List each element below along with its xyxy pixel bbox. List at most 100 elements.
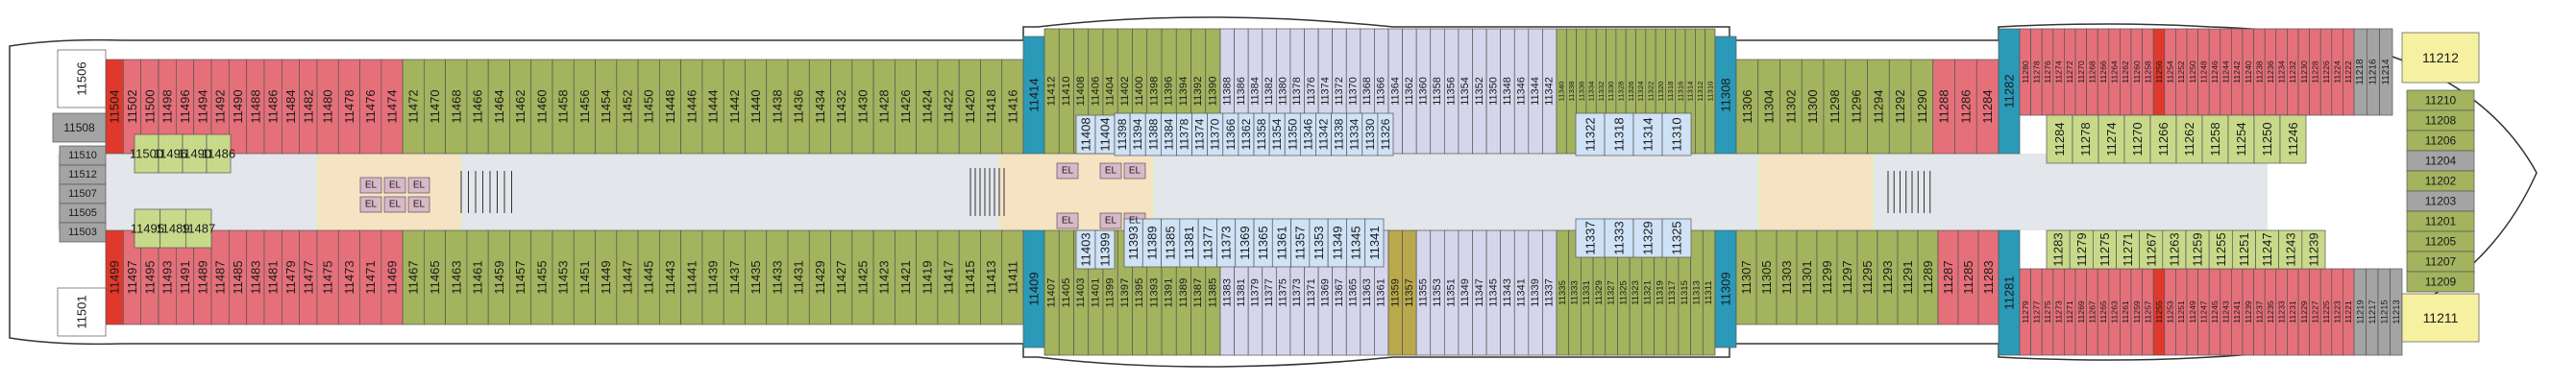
cabin-number: 11345	[1487, 278, 1499, 307]
cabin-number: 11454	[599, 89, 613, 123]
cabin-11247[interactable]	[2255, 229, 2280, 270]
cabin-11266[interactable]	[2149, 114, 2177, 164]
cabin-11209[interactable]	[2406, 271, 2475, 293]
cabin-11329[interactable]	[1632, 218, 1663, 258]
cabin-11251[interactable]	[2231, 229, 2256, 270]
elevator[interactable]	[1056, 212, 1079, 229]
cabin-11489[interactable]	[159, 208, 186, 249]
cabin-11278[interactable]	[2072, 114, 2099, 164]
elevator[interactable]	[383, 177, 406, 194]
cabin-11399[interactable]	[1094, 229, 1116, 270]
cabin-11508[interactable]	[52, 112, 107, 143]
cabin-number: 11334	[1348, 118, 1362, 150]
cabin-number: 11438	[770, 89, 784, 123]
cabin-number: 11499	[108, 260, 122, 294]
cabin-number: EL	[1105, 216, 1117, 227]
cabin-11214[interactable]	[2379, 28, 2393, 116]
cabin-number: 11263	[2110, 300, 2120, 324]
cabin-number: 11262	[2182, 122, 2196, 156]
cabin-number: 11484	[283, 89, 298, 123]
cabin-11259[interactable]	[2185, 229, 2210, 270]
cabin-number: 11300	[1805, 89, 1820, 123]
cabin-11271[interactable]	[2116, 229, 2141, 270]
cabin-11310[interactable]	[1661, 112, 1692, 156]
cabin-number: 11474	[384, 89, 399, 123]
cabin-11506[interactable]	[57, 49, 107, 108]
elevator[interactable]	[359, 177, 382, 194]
elevator[interactable]	[1123, 162, 1146, 180]
cabin-11262[interactable]	[2175, 114, 2203, 164]
cabin-number: 11378	[1178, 118, 1191, 150]
cabin-11243[interactable]	[2278, 229, 2303, 270]
cabin-11487[interactable]	[184, 208, 212, 249]
cabin-number: 11322	[1646, 82, 1655, 102]
cabin-11284[interactable]	[2046, 114, 2073, 164]
cabin-number: 11289	[1921, 260, 1935, 294]
cabin-11503[interactable]	[59, 222, 107, 243]
cabin-11314[interactable]	[1632, 112, 1663, 156]
cabin-number: 11400	[1134, 77, 1145, 107]
cabin-11275[interactable]	[2092, 229, 2117, 270]
cabin-number: 11479	[283, 260, 298, 294]
cabin-number: 11370	[1209, 118, 1222, 150]
cabin-11212[interactable]	[2401, 32, 2480, 84]
cabin-number: 11266	[2098, 60, 2108, 84]
cabin-11318[interactable]	[1604, 112, 1634, 156]
cabin-number: 11407	[1046, 278, 1058, 308]
cabin-11239[interactable]	[2301, 229, 2326, 270]
cabin-number: 11510	[68, 150, 97, 161]
cabin-11250[interactable]	[2253, 114, 2281, 164]
cabin-number: 11497	[125, 260, 139, 294]
cabin-number: 11294	[1871, 89, 1885, 123]
elevator[interactable]	[1056, 162, 1079, 180]
cabin-11490[interactable]	[182, 133, 208, 174]
cabin-11341[interactable]	[1364, 218, 1385, 268]
cabin-11496[interactable]	[158, 133, 184, 174]
cabin-11246[interactable]	[2279, 114, 2307, 164]
cabin-11254[interactable]	[2227, 114, 2255, 164]
elevator[interactable]	[383, 196, 406, 213]
cabin-number: 11354	[1270, 118, 1284, 150]
cabin-number: 11293	[1880, 260, 1895, 294]
cabin-number: 11327	[1607, 280, 1617, 305]
cabin-11258[interactable]	[2201, 114, 2229, 164]
cabin-11500[interactable]	[134, 133, 159, 174]
cabin-number: EL	[365, 180, 378, 191]
cabin-number: 11255	[2154, 300, 2164, 324]
elevator[interactable]	[1099, 212, 1122, 229]
cabin-number: 11351	[1446, 278, 1458, 307]
cabin-11501[interactable]	[57, 287, 107, 337]
elevator[interactable]	[407, 196, 430, 213]
cabin-number: 11413	[984, 260, 998, 294]
cabin-11326[interactable]	[1377, 112, 1394, 156]
cabin-11333[interactable]	[1604, 218, 1634, 258]
cabin-number: 11399	[1105, 278, 1116, 308]
cabin-11337[interactable]	[1575, 218, 1606, 258]
cabin-11283[interactable]	[2046, 229, 2071, 270]
cabin-number: 11251	[2176, 300, 2186, 324]
cabin-11486[interactable]	[206, 133, 232, 174]
cabin-number: 11451	[577, 260, 592, 294]
cabin-number: 11465	[428, 260, 442, 294]
cabin-number: 11449	[599, 260, 613, 294]
elevator[interactable]	[407, 177, 430, 194]
cabin-11270[interactable]	[2123, 114, 2151, 164]
cabin-number: 11343	[1502, 278, 1513, 307]
elevator[interactable]	[1099, 162, 1122, 180]
cabin-number: 11357	[1293, 226, 1308, 259]
cabin-11322[interactable]	[1575, 112, 1606, 156]
cabin-number: 11417	[942, 260, 956, 294]
cabin-number: 11385	[1207, 278, 1218, 308]
cabin-number: 11359	[1389, 278, 1401, 307]
cabin-11325[interactable]	[1661, 218, 1692, 258]
elevator[interactable]	[359, 196, 382, 213]
cabin-11274[interactable]	[2098, 114, 2125, 164]
cabin-number: 11218	[2355, 59, 2366, 85]
cabin-number: 11331	[1582, 280, 1592, 305]
cabin-11211[interactable]	[2401, 293, 2480, 343]
cabin-number: 11311	[1704, 280, 1714, 304]
cabin-number: 11201	[2425, 215, 2457, 228]
cabin-number: 11396	[1164, 77, 1175, 107]
corridor-main	[317, 154, 2268, 230]
cabin-11279[interactable]	[2069, 229, 2094, 270]
